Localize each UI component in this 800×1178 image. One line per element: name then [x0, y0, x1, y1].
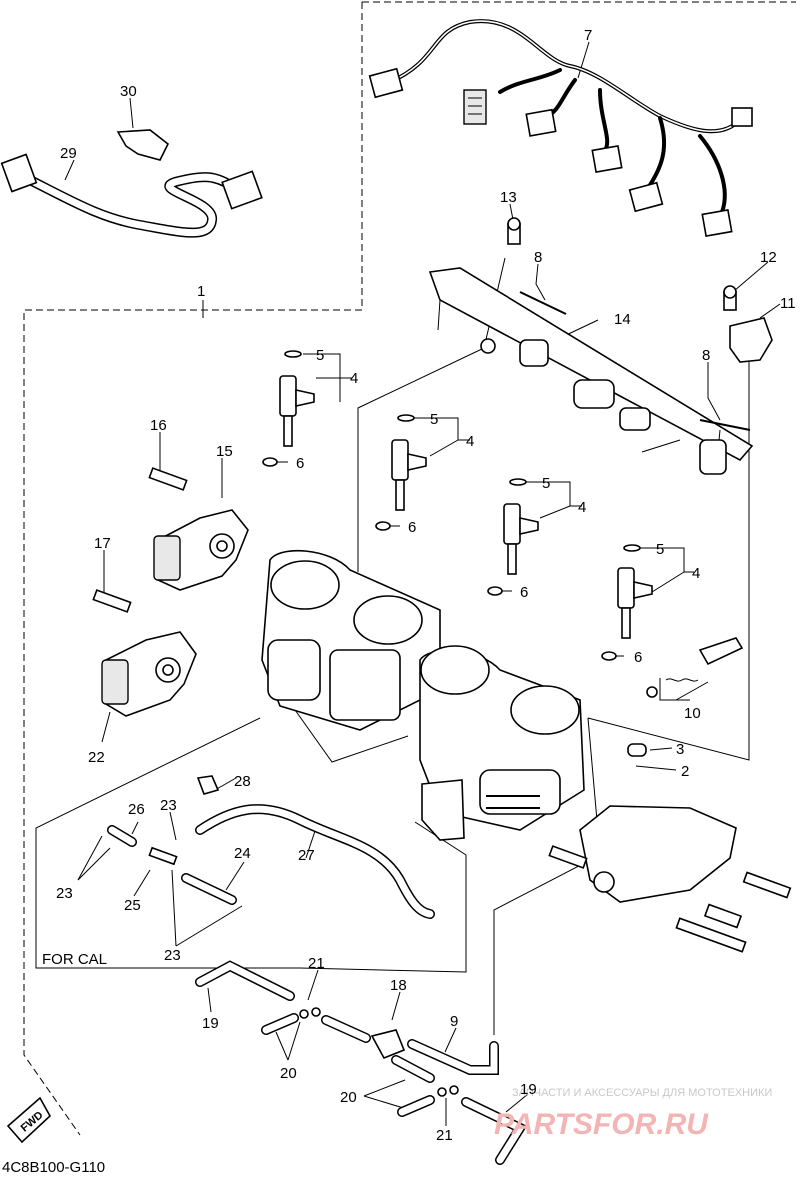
callout-5: 5 [542, 475, 550, 492]
callout-8: 8 [702, 347, 710, 364]
callout-19: 19 [520, 1081, 537, 1098]
callout-25: 25 [124, 897, 141, 914]
callout-6: 6 [296, 455, 304, 472]
callout-19: 19 [202, 1015, 219, 1032]
callout-20: 20 [280, 1065, 297, 1082]
lower-hoses [195, 960, 528, 1165]
callout-24: 24 [234, 845, 251, 862]
callout-17: 17 [94, 535, 111, 552]
callout-1: 1 [197, 283, 205, 300]
throttle-bodies [261, 549, 585, 841]
group-label: FOR CAL [42, 951, 107, 968]
callout-21: 21 [308, 955, 325, 972]
for-cal-hoses [107, 775, 435, 919]
callout-5: 5 [430, 411, 438, 428]
watermark: ЗАПЧАСТИ И АКСЕССУАРЫ ДЛЯ МОТОТЕХНИКИ PA… [494, 1087, 772, 1141]
callout-11: 11 [780, 295, 796, 312]
diagram-code: 4C8B100-G110 [2, 1159, 105, 1176]
fuel-rail [428, 217, 773, 475]
watermark-text: ЗАПЧАСТИ И АКСЕССУАРЫ ДЛЯ МОТОТЕХНИКИ [512, 1087, 772, 1099]
callout-18: 18 [390, 977, 407, 994]
callout-26: 26 [128, 801, 145, 818]
callout-4: 4 [692, 565, 700, 582]
injectors [262, 350, 653, 661]
callout-23: 23 [56, 885, 73, 902]
cable-cover [548, 637, 792, 953]
callout-28: 28 [234, 773, 251, 790]
leader-lines [35, 41, 781, 1126]
callout-30: 30 [120, 83, 137, 100]
callout-12: 12 [760, 249, 777, 266]
callout-4: 4 [466, 433, 474, 450]
callout-23: 23 [164, 947, 181, 964]
callout-labels: 1 2 3 4 4 4 4 5 5 5 5 6 6 6 6 7 8 8 9 10… [56, 27, 796, 1144]
assembly-boundary [23, 1, 796, 1136]
callout-16: 16 [150, 417, 167, 434]
wire-harness [368, 19, 753, 238]
sensors [92, 467, 249, 717]
callout-4: 4 [578, 499, 586, 516]
callout-21: 21 [436, 1127, 453, 1144]
callout-29: 29 [60, 145, 77, 162]
callout-5: 5 [316, 347, 324, 364]
callout-7: 7 [584, 27, 592, 44]
callout-20: 20 [340, 1089, 357, 1106]
callout-6: 6 [408, 519, 416, 536]
callout-4: 4 [350, 370, 358, 387]
callout-27: 27 [298, 847, 315, 864]
callout-15: 15 [216, 443, 233, 460]
callout-23: 23 [160, 797, 177, 814]
callout-5: 5 [656, 541, 664, 558]
watermark-brand: PARTSFOR.RU [494, 1108, 709, 1141]
callout-8: 8 [534, 249, 542, 266]
callout-22: 22 [88, 749, 105, 766]
sub-harness [0, 129, 263, 238]
callout-6: 6 [520, 584, 528, 601]
fwd-arrow-icon: FWD [6, 1096, 52, 1144]
callout-13: 13 [500, 189, 517, 206]
callout-6: 6 [634, 649, 642, 666]
callout-3: 3 [676, 741, 684, 758]
callout-10: 10 [684, 705, 701, 722]
callout-14: 14 [614, 311, 631, 328]
callout-2: 2 [681, 763, 689, 780]
callout-9: 9 [450, 1013, 458, 1030]
